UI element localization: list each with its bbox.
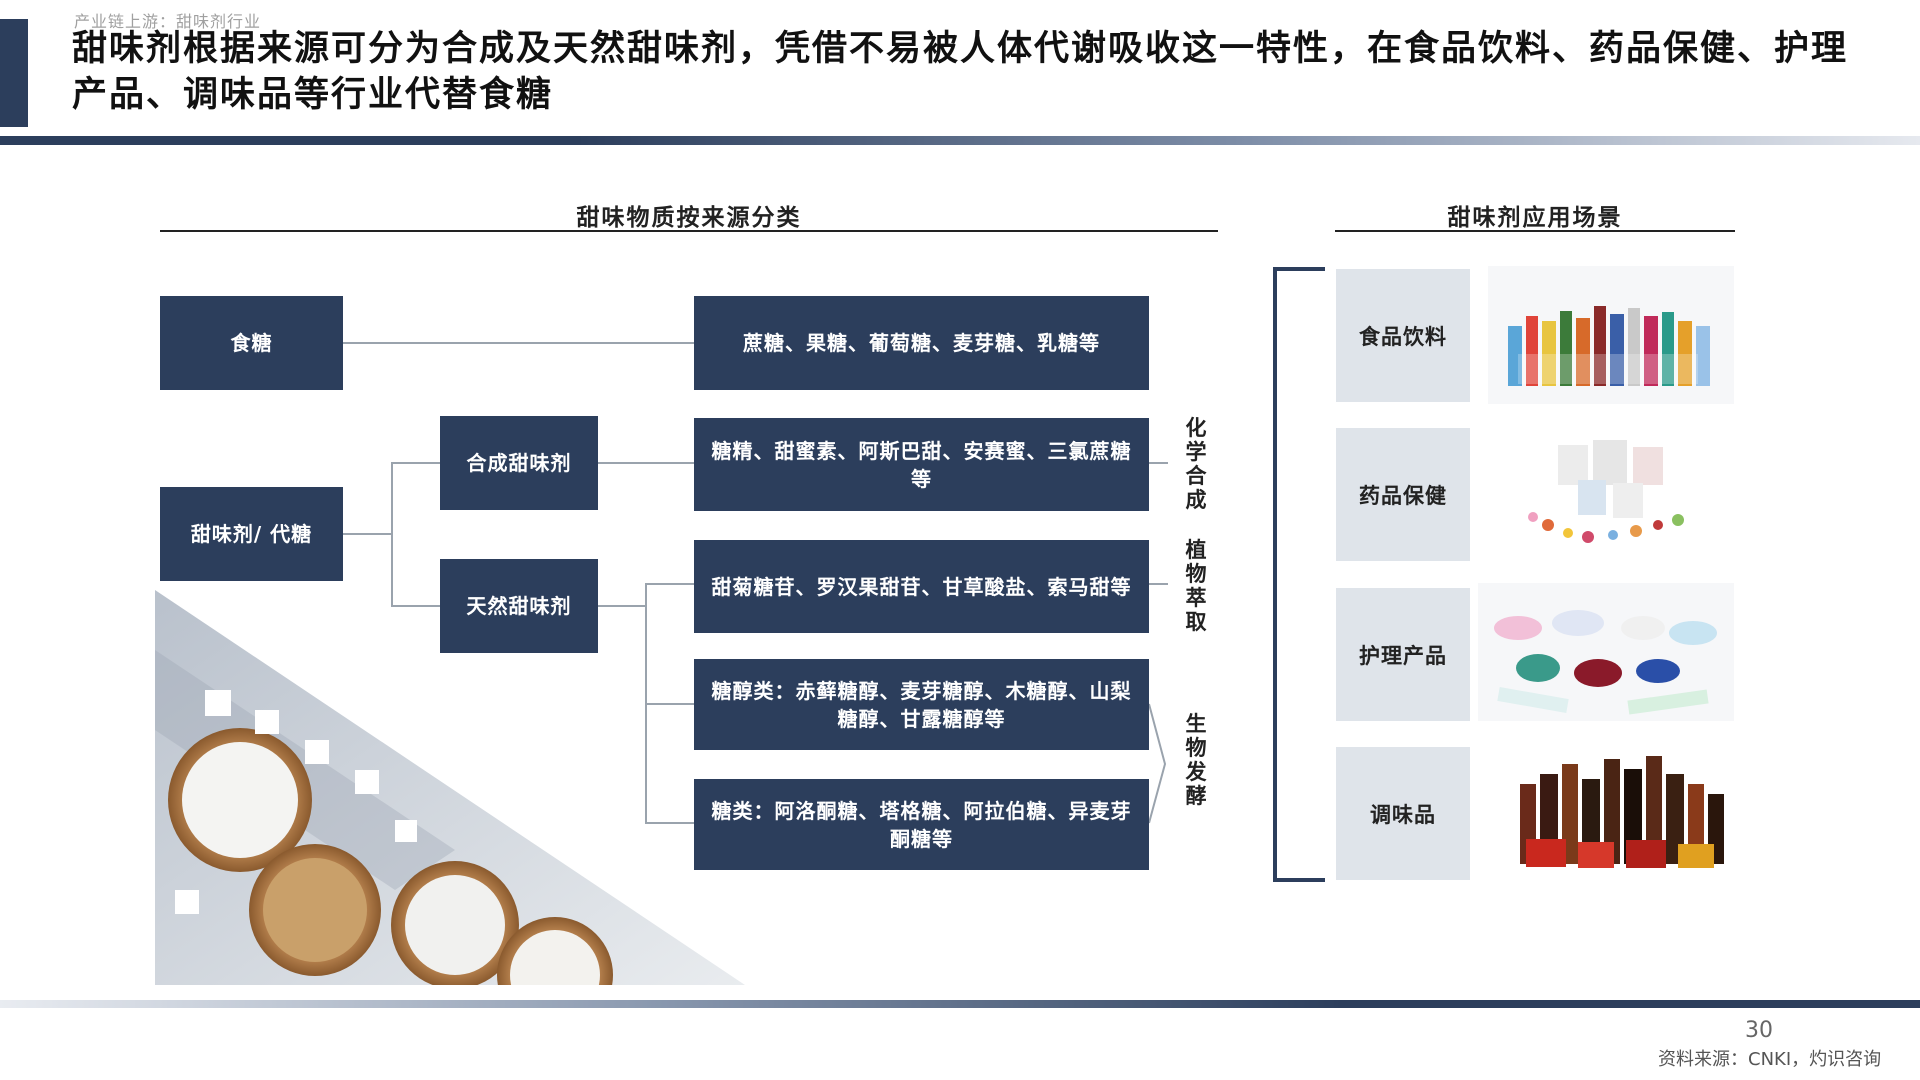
cosmetics-icon [1494,610,1717,715]
pill-bottles-icon [1528,440,1684,543]
synthetic-sweetener-node: 合成甜味剂 [440,416,598,510]
left-section-rule [160,230,1218,232]
category-personal-care: 护理产品 [1336,588,1470,721]
category-pharma-health: 药品保健 [1336,428,1470,561]
page-number: 30 [1745,1018,1773,1043]
accent-bar [0,19,28,127]
sugar-alcohol-examples-box: 糖醇类：赤藓糖醇、麦芽糖醇、木糖醇、山梨糖醇、甘露糖醇等 [694,659,1149,750]
right-section-title: 甜味剂应用场景 [1447,205,1623,231]
sugar-bowls-illustration [155,590,745,1033]
sugar-bowls-photo [155,590,745,1033]
sweetener-node: 甜味剂/ 代糖 [160,487,343,581]
application-bracket [1273,267,1325,882]
header-divider [0,136,1920,145]
cosmetics-photo [1478,583,1734,721]
right-section-rule [1335,230,1735,232]
sugar-examples-box: 蔗糖、果糖、葡萄糖、麦芽糖、乳糖等 [694,296,1149,390]
chemical-synthesis-label: 化学合成 [1185,416,1207,512]
beverage-bottles-photo [1488,266,1734,404]
breadcrumb: 产业链上游：甜味剂行业 [74,12,262,31]
condiment-bottles-icon [1520,756,1724,868]
plant-extraction-label: 植物萃取 [1185,538,1207,634]
beverage-bottles-icon [1508,306,1710,386]
sugar-node: 食糖 [160,296,343,390]
left-section-title: 甜味物质按来源分类 [576,205,802,231]
natural-sweetener-node: 天然甜味剂 [440,559,598,653]
synthetic-examples-box: 糖精、甜蜜素、阿斯巴甜、安赛蜜、三氯蔗糖等 [694,418,1149,511]
page-title: 甜味剂根据来源可分为合成及天然甜味剂，凭借不易被人体代谢吸收这一特性，在食品饮料… [72,29,1849,115]
bio-fermentation-label: 生物发酵 [1185,712,1207,808]
footer-divider [0,1000,1920,1008]
pill-bottles-photo [1488,425,1734,563]
category-food-beverage: 食品饮料 [1336,269,1470,402]
plant-extract-examples-box: 甜菊糖苷、罗汉果甜苷、甘草酸盐、索马甜等 [694,540,1149,633]
source-note: 资料来源：CNKI，灼识咨询 [1658,1049,1882,1070]
rare-sugar-examples-box: 糖类：阿洛酮糖、塔格糖、阿拉伯糖、异麦芽酮糖等 [694,779,1149,870]
category-condiments: 调味品 [1336,747,1470,880]
condiment-bottles-photo [1508,744,1734,882]
